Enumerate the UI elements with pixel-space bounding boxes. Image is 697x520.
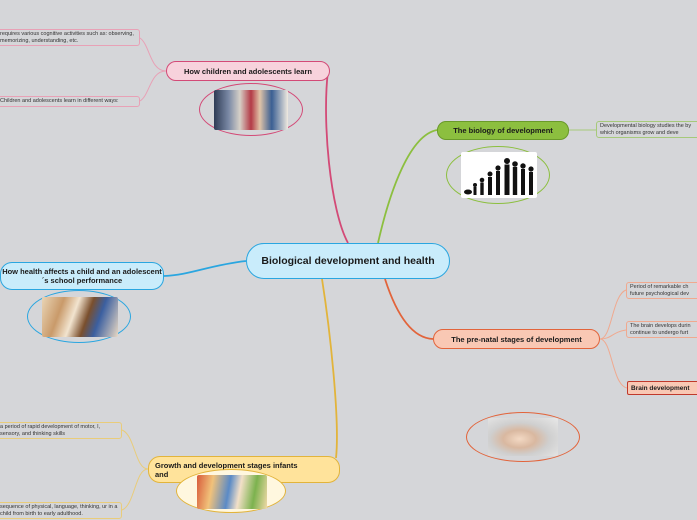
central-topic-label: Biological development and health xyxy=(261,255,435,267)
topic-label: The pre-natal stages of development xyxy=(451,334,582,344)
note-brain-develops[interactable]: The brain develops durin continue to und… xyxy=(626,321,697,338)
note-remarkable-change[interactable]: Period of remarkable ch future psycholog… xyxy=(626,282,697,299)
note-developmental-biology[interactable]: Developmental biology studies the by whi… xyxy=(596,121,697,138)
note-learn-different-ways[interactable]: Children and adolescents learn in differ… xyxy=(0,96,140,107)
topic-biology-of-development[interactable]: The biology of development xyxy=(437,121,569,140)
image-frame-learn[interactable] xyxy=(199,83,303,136)
topic-label: How children and adolescents learn xyxy=(184,66,312,76)
image-frame-growth[interactable] xyxy=(176,469,286,513)
topic-label: The biology of development xyxy=(453,126,553,135)
image-frame-biology[interactable] xyxy=(446,146,550,204)
note-text: a period of rapid development of motor, … xyxy=(0,424,100,437)
topic-health-school-performance[interactable]: How health affects a child and an adoles… xyxy=(0,262,164,290)
children-classroom-photo xyxy=(214,90,288,130)
image-frame-prenatal[interactable] xyxy=(466,412,580,462)
image-frame-health[interactable] xyxy=(27,290,131,343)
topic-how-children-learn[interactable]: How children and adolescents learn xyxy=(166,61,330,81)
note-cognitive-activities[interactable]: requires various cognitive activities su… xyxy=(0,29,140,46)
topic-prenatal-stages[interactable]: The pre-natal stages of development xyxy=(433,329,600,349)
note-text: Period of remarkable ch future psycholog… xyxy=(630,284,690,297)
topic-label: Growth and development stages infants an… xyxy=(155,460,298,479)
child-playing-photo xyxy=(197,475,267,509)
central-topic[interactable]: Biological development and health xyxy=(246,243,450,279)
human-growth-silhouettes xyxy=(461,152,537,198)
note-text: Children and adolescents learn in differ… xyxy=(0,98,119,104)
subtopic-brain-development[interactable]: Brain development xyxy=(627,381,697,395)
note-sequence-development[interactable]: sequence of physical, language, thinking… xyxy=(0,502,122,519)
topic-label: How health affects a child and an adoles… xyxy=(2,267,162,285)
sleeping-baby-photo xyxy=(488,418,558,456)
children-studying-photo xyxy=(42,297,118,337)
note-text: sequence of physical, language, thinking… xyxy=(0,504,118,517)
note-text: requires various cognitive activities su… xyxy=(0,31,134,44)
note-rapid-development[interactable]: a period of rapid development of motor, … xyxy=(0,422,122,439)
note-text: Developmental biology studies the by whi… xyxy=(600,123,692,136)
subtopic-label: Brain development xyxy=(631,384,690,392)
note-text: The brain develops durin continue to und… xyxy=(630,323,691,336)
